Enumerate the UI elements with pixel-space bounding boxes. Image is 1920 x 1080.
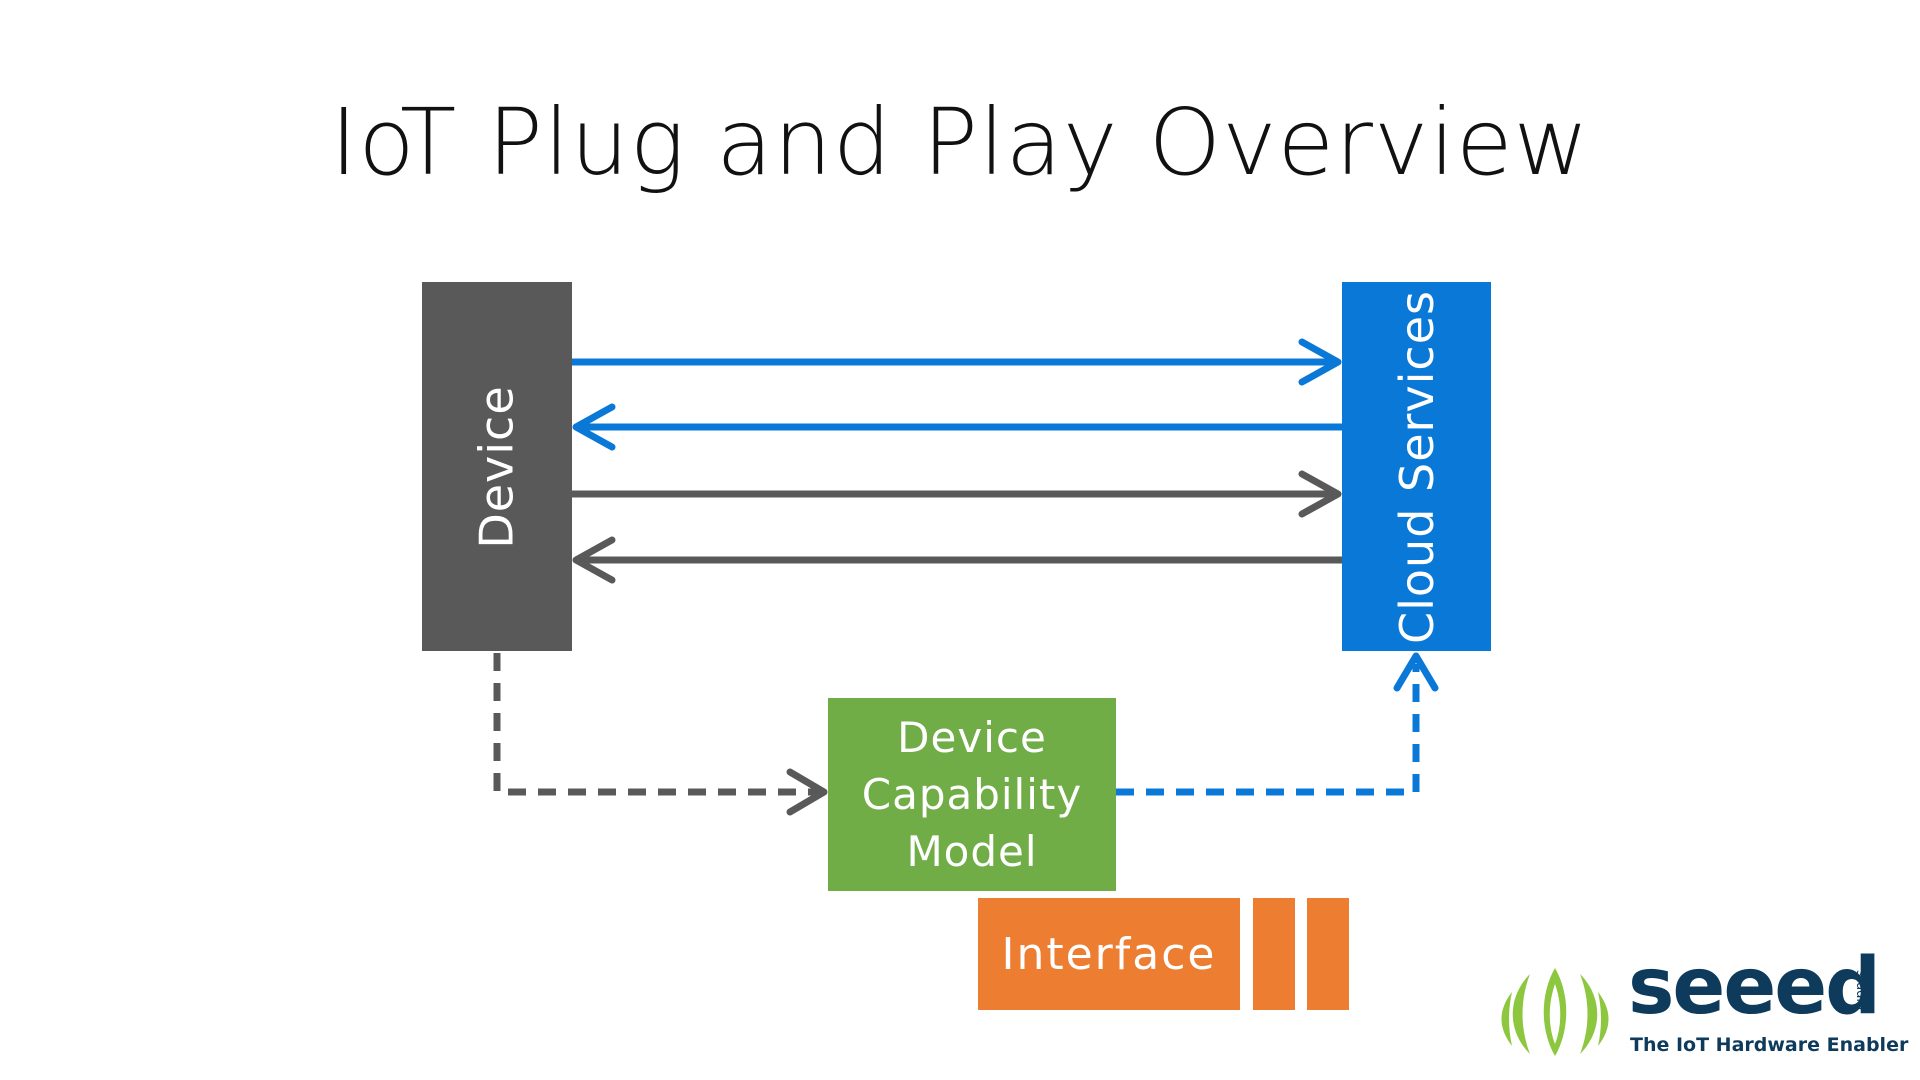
interface-label: Interface	[1001, 928, 1217, 980]
interface-node: Interface	[978, 898, 1240, 1010]
arrow-device-to-cloud-blue	[572, 338, 1342, 386]
cloud-services-node: Cloud Services	[1342, 282, 1491, 651]
arrow-cloud-to-device-blue	[572, 403, 1342, 451]
slide-title: IoT Plug and Play Overview	[330, 89, 1590, 196]
capability-model-line-1: Device	[897, 713, 1047, 762]
capability-model-line-2: Capability	[861, 770, 1083, 819]
logo-studio: studio	[1853, 970, 1868, 1010]
interface-stack-tab	[1253, 898, 1295, 1010]
arrow-capability-model-to-cloud	[1116, 652, 1439, 796]
device-label: Device	[470, 384, 525, 549]
logo-tagline: The IoT Hardware Enabler	[1630, 1034, 1909, 1056]
device-capability-model-node: Device Capability Model	[828, 698, 1116, 891]
seeed-logo: seeed studio The IoT Hardware Enabler	[1500, 948, 1908, 1062]
arrow-device-to-cloud-gray	[572, 470, 1342, 518]
arrow-device-to-capability-model	[493, 653, 828, 816]
capability-model-line-3: Model	[906, 827, 1038, 876]
seeed-leaf-icon	[1501, 968, 1609, 1056]
interface-stack-tab	[1307, 898, 1349, 1010]
device-node: Device	[422, 282, 572, 651]
logo-wordmark: seeed	[1628, 942, 1881, 1032]
cloud-services-label: Cloud Services	[1389, 289, 1444, 644]
arrow-cloud-to-device-gray	[572, 536, 1342, 584]
